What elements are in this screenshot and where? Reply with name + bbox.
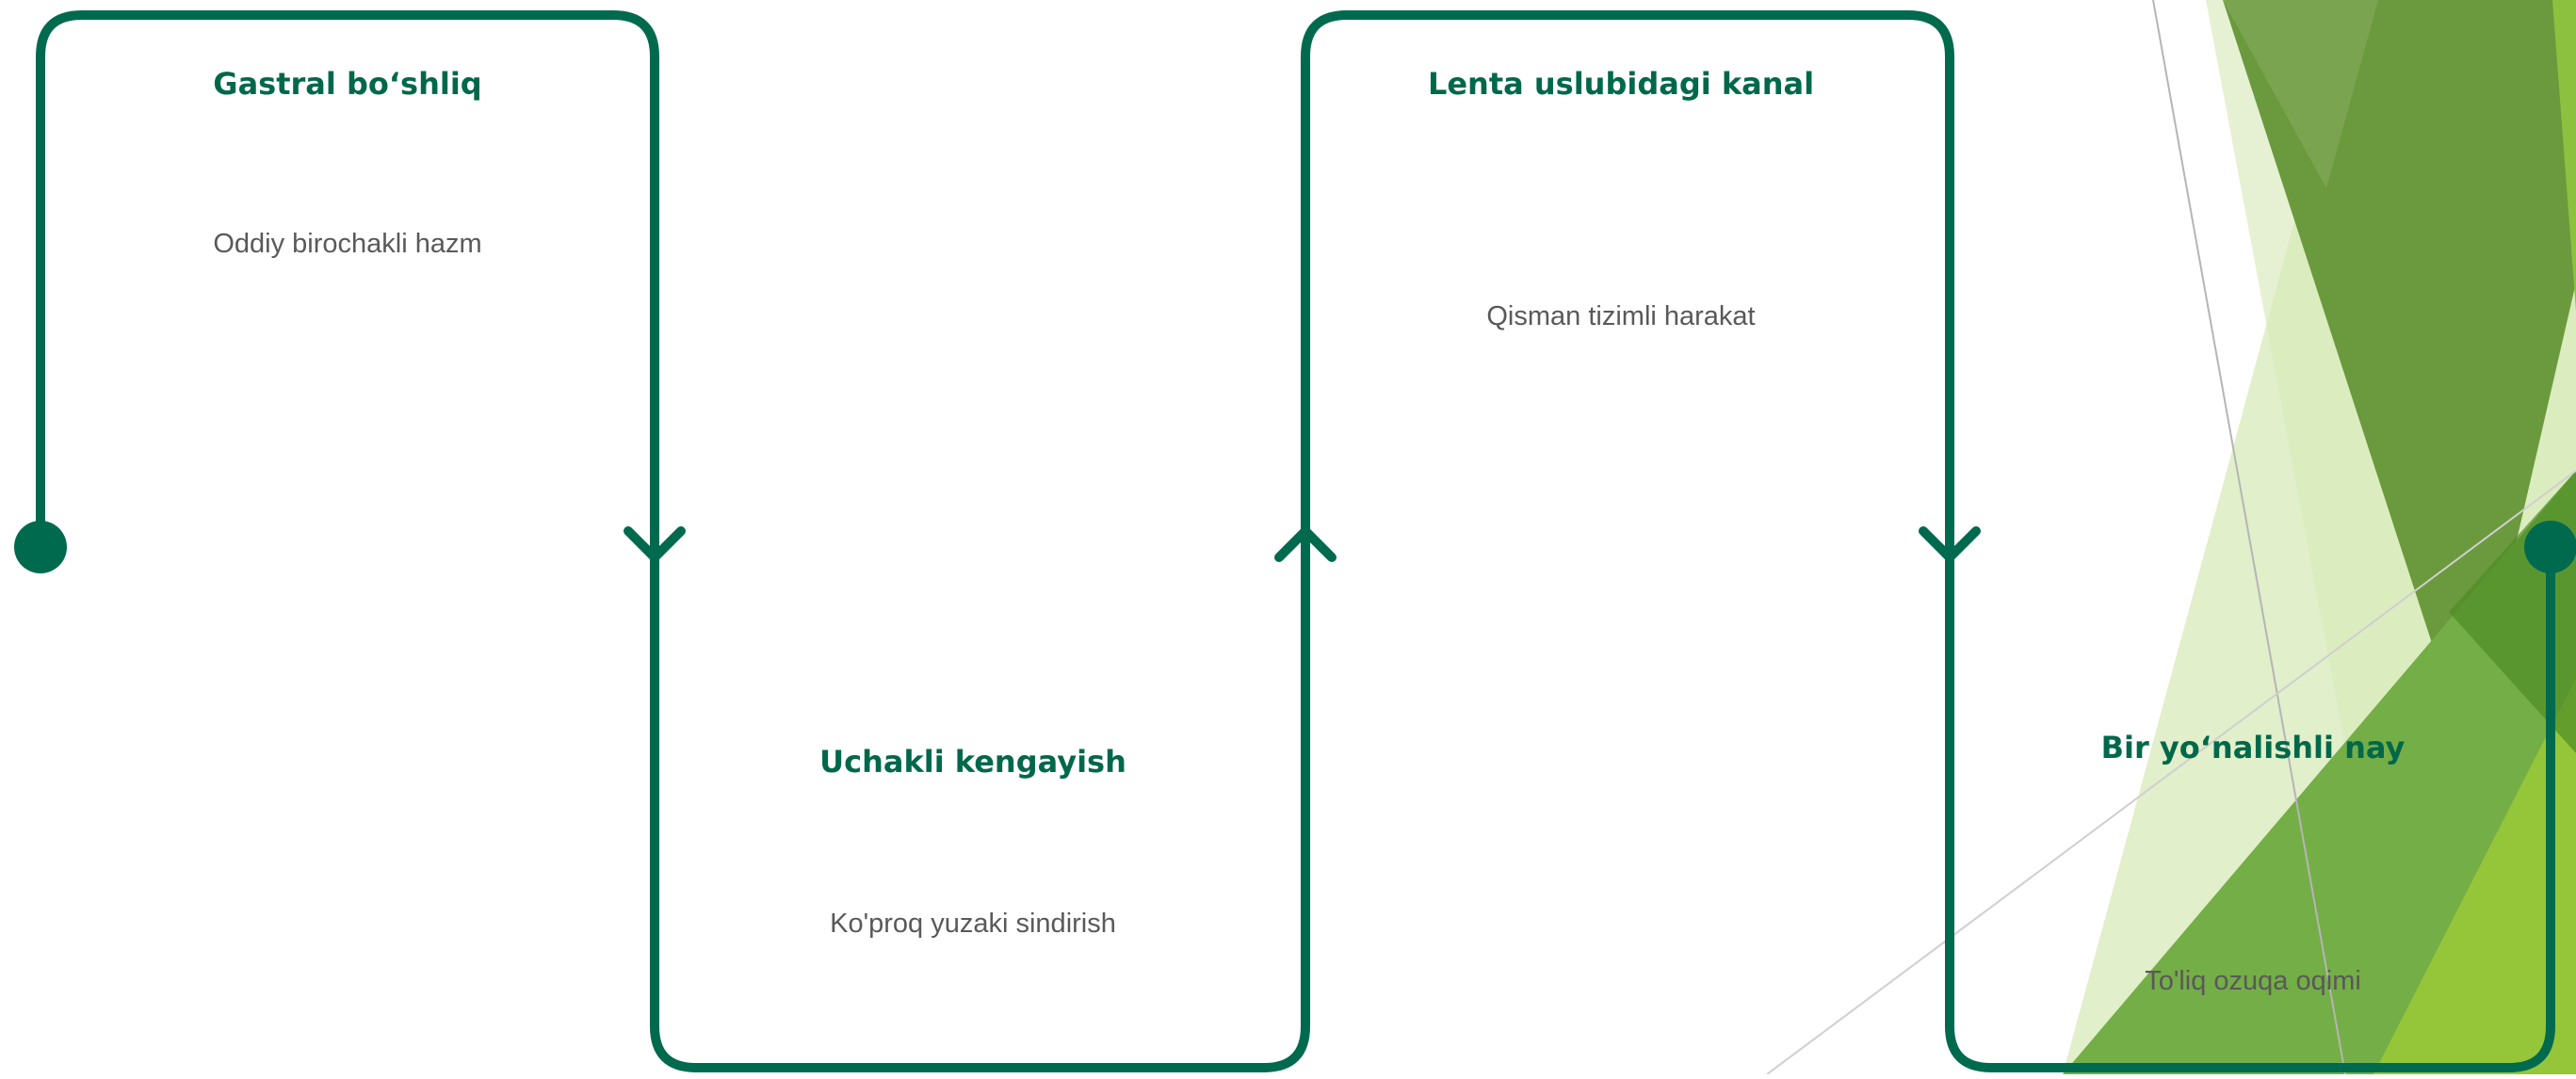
decor-shape-dark-2 (2223, 0, 2378, 188)
step-3-title: Lenta uslubidagi kanal (1427, 66, 1815, 102)
arrow-down-icon (1919, 526, 1981, 565)
decor-shape-dark-1 (2223, 0, 2576, 753)
step-2-title: Uchakli kengayish (819, 744, 1126, 780)
step-1-description: Oddiy birochakli hazm (213, 229, 482, 259)
end-node (2524, 521, 2576, 573)
process-path (36, 10, 2555, 1072)
arrow-up-icon (1274, 523, 1337, 562)
decor-shape-mid-1 (2063, 471, 2576, 1074)
step-4-title: Bir yo‘nalishli nay (2100, 730, 2406, 765)
step-2-description: Ko'proq yuzaki sindirish (830, 909, 1116, 939)
step-4-description: To'liq ozuqa oqimi (2145, 966, 2361, 996)
step-3-description: Qisman tizimli harakat (1486, 301, 1756, 331)
decor-line-1 (2152, 0, 2346, 1075)
decor-shape-accent (2552, 0, 2576, 311)
step-1-title: Gastral bo‘shliq (213, 66, 482, 102)
decorative-background (1766, 0, 2576, 1075)
decor-shape-mid-2 (2373, 678, 2576, 1074)
arrow-down-icon (624, 526, 686, 565)
start-node (14, 521, 67, 573)
decor-line-2 (1766, 470, 2576, 1075)
